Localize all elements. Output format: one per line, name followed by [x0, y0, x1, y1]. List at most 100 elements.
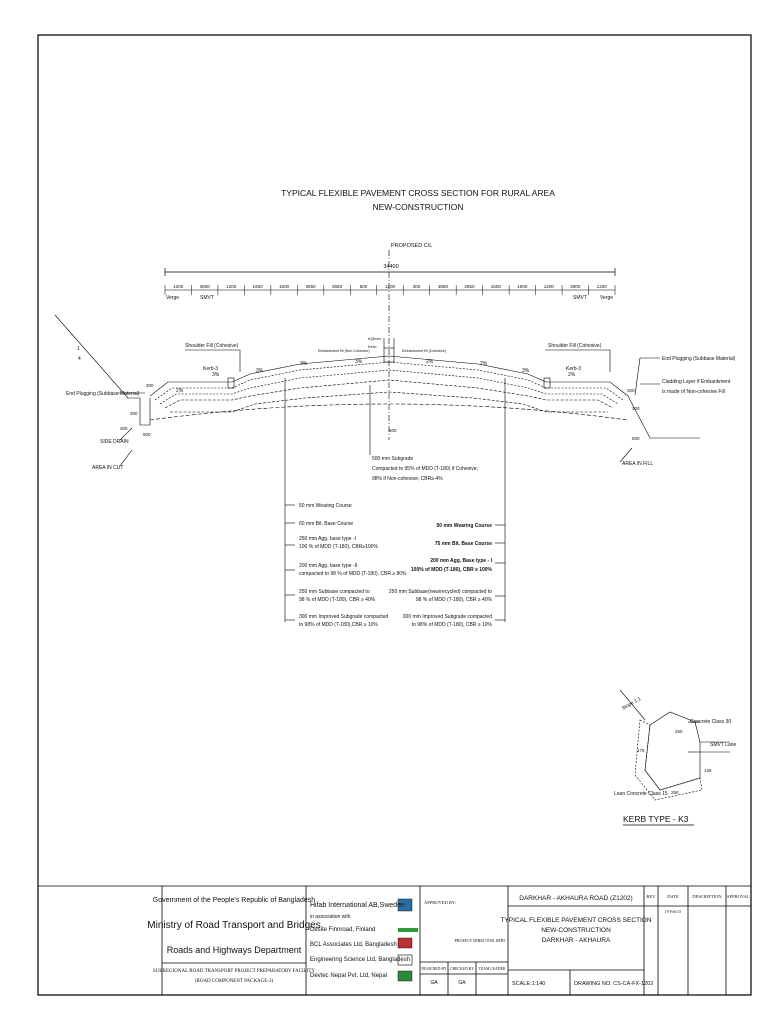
verge-left-label: Verge	[166, 295, 179, 301]
title-block	[38, 885, 751, 995]
desite-logo	[398, 928, 418, 932]
grade-label: 3%	[300, 361, 308, 367]
layer-left-item: 200 mm Agg. base type -II	[299, 563, 357, 569]
layer-left-item: compacted to 98 % of MDD (T-180), CBR ≥ …	[299, 571, 407, 577]
grade-label: 3%	[522, 368, 530, 374]
subgrade-line1: 500 mm Subgrade	[372, 456, 413, 462]
layer-right-item: 300 mm Improved Subgrade compacted	[403, 614, 492, 620]
kerb-title: KERB TYPE - K3	[623, 814, 689, 824]
devtec-logo	[397, 970, 413, 982]
sheet-border	[37, 34, 752, 996]
small-dimension: 300	[627, 388, 635, 393]
cross-section	[54, 314, 700, 622]
smvt-right-label: SMVT	[573, 295, 587, 301]
project-director: PROJECT DIRECTOR, RHD	[455, 938, 505, 944]
kerb-left-label: Kerb-3	[203, 366, 218, 372]
team-leader: TEAM LEADER	[479, 967, 506, 971]
median-left-label: Embankment fill (Non Cohesive)	[318, 349, 370, 353]
grade-label: 2%	[176, 388, 184, 394]
layer-left-item: to 98% of MDD (T-180),CBR ≥ 10%	[299, 622, 378, 628]
segment-dim: 3600	[200, 284, 211, 289]
median-right-label: Embankment fill (Cohesive)	[402, 349, 446, 353]
layer-left-item: 50 mm Wearing Course	[299, 503, 352, 509]
segment-dim: 1200	[173, 284, 184, 289]
ministry-text: Ministry of Road Transport and Bridges	[147, 920, 320, 931]
kerb-dim-2: 175	[637, 748, 645, 753]
sheet-title2: NEW-CONSTRUCTION	[541, 927, 611, 934]
subgrade-line3: 98% if Non-cohesive; CBR≥ 4%	[372, 476, 443, 482]
small-dimension: 300	[120, 426, 128, 431]
layer-right-item: 50 mm Wearing Course	[437, 523, 493, 529]
gov-text: Government of the People's Republic of B…	[153, 897, 316, 904]
segment-dim: 1200	[544, 284, 555, 289]
date-header: DATE	[667, 894, 679, 899]
small-dimension: 300	[146, 383, 154, 388]
scale-text: SCALE:1:140	[512, 981, 545, 987]
kerb-concrete-label: Concrete Class 30	[690, 719, 731, 725]
grade-label: 3%	[355, 359, 363, 365]
layers-right-list: 50 mm Wearing Course 75 mm Bit. Base Cour…	[389, 523, 493, 628]
slope-top: 1	[77, 346, 80, 352]
end-plugging-left: End Plugging (Subbase Material)	[66, 391, 140, 397]
segment-dim: 1200	[597, 284, 608, 289]
segment-dim: 1600	[517, 284, 528, 289]
kerb-dim-4: 125	[704, 768, 712, 773]
area-in-cut-label: AREA IN CUT	[92, 465, 123, 471]
rev-header: REV	[647, 894, 657, 899]
drawing-no: DRAWING NO: CS-CA-FX-1202	[574, 981, 653, 987]
layer-right-item: 98 % of MDD (T-180), CBR ≥ 40%	[416, 597, 493, 603]
small-dimension: 300	[632, 406, 640, 411]
cladding-line1: Cladding Layer if Embankment	[662, 379, 731, 385]
approval-header: APPROVAL	[726, 894, 749, 899]
verge-right-label: Verge	[600, 295, 613, 301]
layer-left-item: 300 mm Improved Subgrade compacted	[299, 614, 388, 620]
segment-dim: 1200	[385, 284, 396, 289]
small-dimension: 600	[389, 428, 397, 433]
segment-dim: 1500	[491, 284, 502, 289]
consultant-esl: Engineering Science Ltd, Bangladesh	[310, 957, 410, 963]
segment-dim: 3600	[570, 284, 581, 289]
subgrade-line2: Compacted to 95% of MDD (T-180) if Cohes…	[372, 466, 478, 472]
kerb-dim-3: 250	[671, 790, 679, 795]
cladding-line2: is made of Non-cohesive Fill	[662, 389, 725, 395]
drawing-title: TYPICAL FLEXIBLE PAVEMENT CROSS SECTION …	[281, 188, 555, 198]
kerb-center-label: Kerb	[368, 344, 377, 349]
approved-by: APPROVED BY:	[424, 900, 456, 905]
layer-right-item: 250 mm Subbase(new/recycled) compacted t…	[389, 589, 492, 595]
segment-dim: 1200	[226, 284, 237, 289]
layer-left-item: 98 % of MDD (T-180), CBR ≥ 40%	[299, 597, 376, 603]
consultant-hifab: Hifab International AB,Sweden	[310, 902, 405, 909]
layer-left-item: 250 mm Subbase compacted to	[299, 589, 370, 595]
grade-labels: 2%3%3%3%3%2%2%3%2%	[176, 359, 576, 394]
slope-side: 4	[78, 356, 81, 362]
kerb-right-label: Kerb-3	[566, 366, 581, 372]
kerb-slope-label: Slope 1:1	[621, 696, 642, 712]
sheet-title3: DARKHAR - AKHAURA	[542, 937, 611, 944]
segment-dim: 3650	[332, 284, 343, 289]
segment-dim: 3650	[464, 284, 475, 289]
grade-label: 2%	[426, 359, 434, 365]
segment-dim: 1600	[253, 284, 264, 289]
designed-by: DESIGNED BY	[421, 967, 446, 971]
sheet-title1: TYPICAL FLEXIBLE PAVEMENT CROSS SECTION	[500, 917, 651, 924]
grade-label: 2%	[568, 372, 576, 378]
desc-header: DESCRIPTION	[692, 894, 722, 899]
smvt-left-label: SMVT	[200, 295, 214, 301]
small-dimension: 500	[632, 436, 640, 441]
layer-left-item: 60 mm Bit. Base Course	[299, 521, 353, 527]
layers-left-list: 50 mm Wearing Course 60 mm Bit. Base Cour…	[299, 503, 407, 628]
kerb-lean-label: Lean Concrete Class 15	[614, 791, 668, 797]
dept-text: Roads and Highways Department	[167, 945, 302, 955]
layer-left-item: 100 % of MDD (T-180), CBR≥100%	[299, 544, 378, 550]
consultant-desite: Desite Finnroad, Finland	[310, 927, 375, 933]
layer-right-item: 100% of MDD (T-180), CBR ≥ 100%	[411, 567, 493, 573]
layer-left-item: 250 mm Agg. base type -I	[299, 536, 356, 542]
segment-dim: 500	[360, 284, 368, 289]
checker: GA	[458, 980, 466, 986]
grade-label: 2%	[480, 361, 488, 367]
grade-label: 3%	[256, 368, 264, 374]
layer-right-item: 75 mm Bit. Base Course	[435, 541, 492, 547]
